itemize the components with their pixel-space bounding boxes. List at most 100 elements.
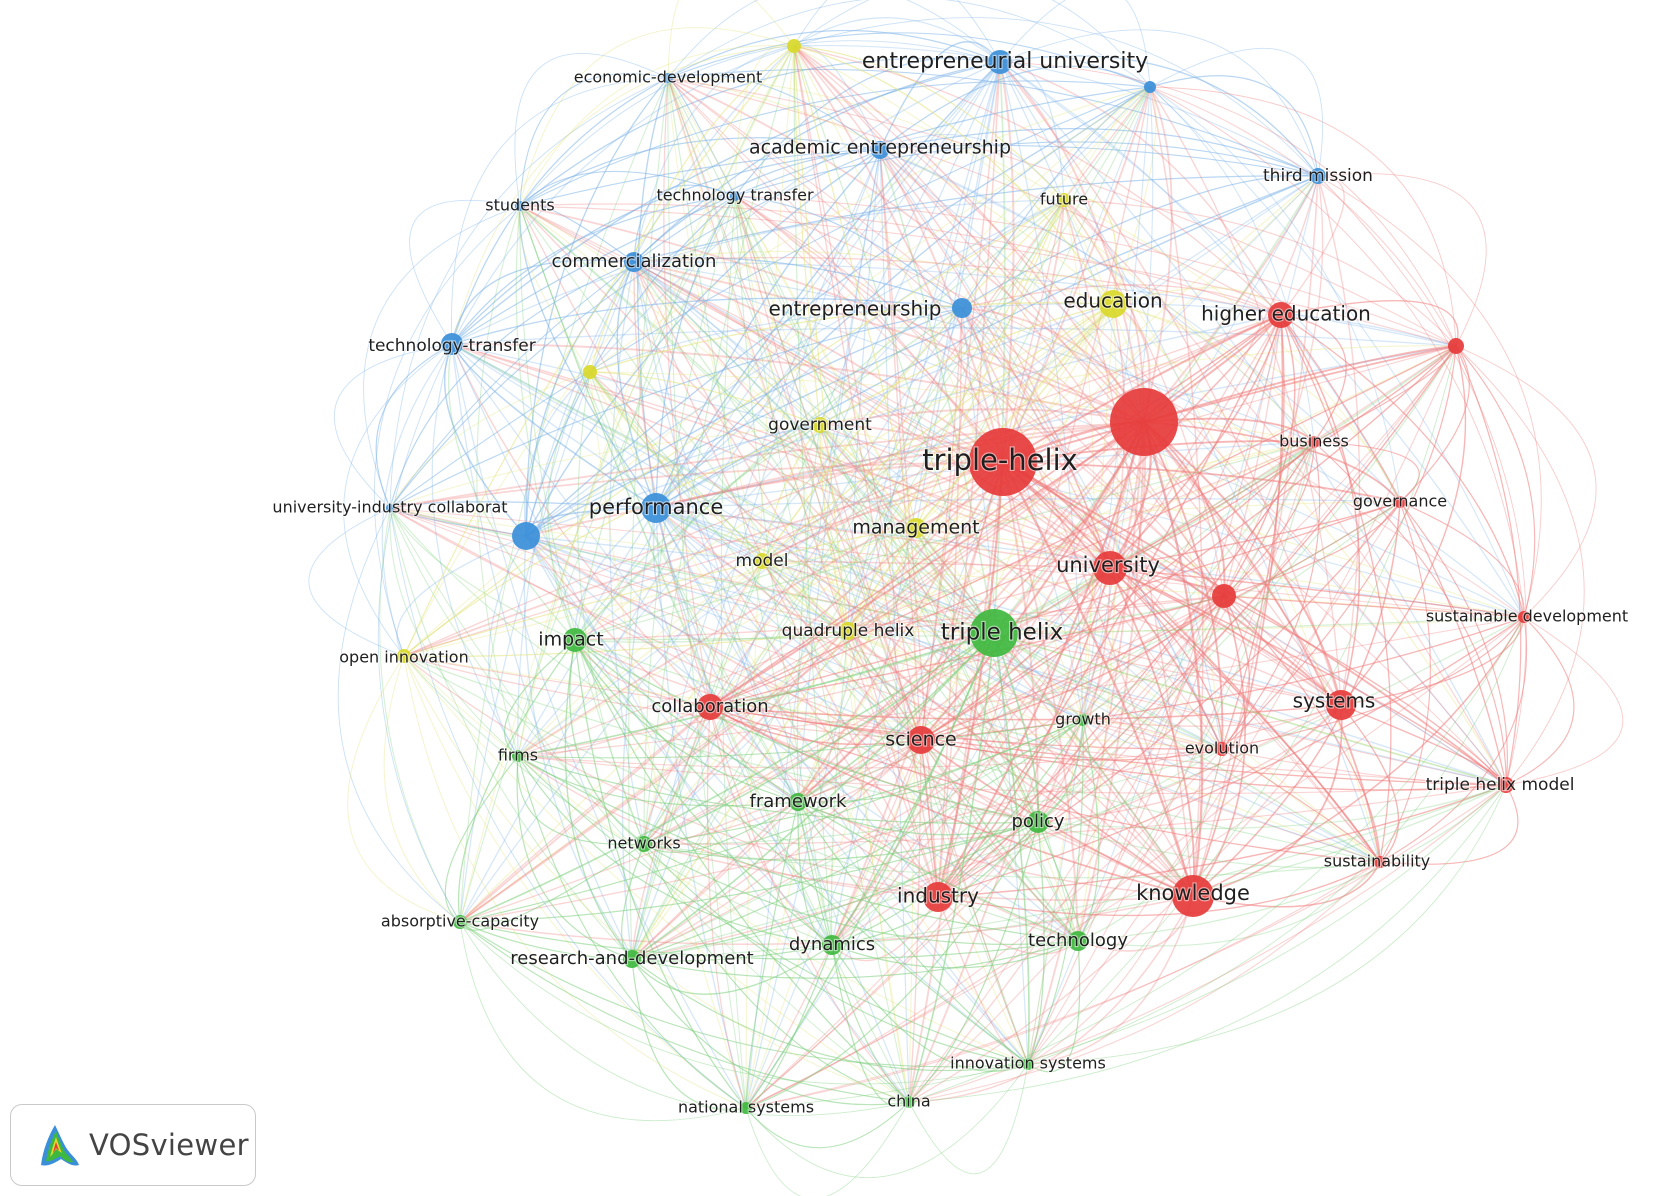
label-entrepreneurial-university: entrepreneurial university (862, 49, 1148, 74)
edge-commercialization-science (633, 261, 922, 741)
edge-triple-helix-model-policy (1037, 784, 1507, 830)
edge-future-red-unlabeled-right (1063, 199, 1457, 347)
edge-triple-helix-research-and-development (631, 632, 995, 960)
edge-firms-technology (517, 755, 1079, 942)
edge-collaboration-research-and-development (631, 706, 711, 960)
edge-university-industry-triple-helix (389, 507, 995, 634)
edge-commercialization-triple-helix-hyphen (633, 261, 1004, 463)
node-technology-transfer-2 (441, 333, 463, 355)
edge-triple-helix-hyphen-policy (1002, 461, 1040, 823)
edge-knowledge-networks (643, 843, 1194, 901)
edge-performance-framework (655, 507, 799, 803)
edge-technology-transfer-1-dynamics (734, 195, 833, 946)
edge-government-model (761, 424, 821, 562)
edge-performance-growth (655, 507, 1084, 721)
edge-entrepreneurial-university-red-big-unlabeled (999, 61, 1146, 423)
edge-blue-unlabeled-1-collaboration (709, 86, 1151, 708)
edge-academic-entrepreneurship-evolution (879, 149, 1223, 750)
edge-sustainable-development-sustainability (1379, 616, 1528, 863)
edge-networks-china (643, 843, 910, 1103)
node-systems (1326, 690, 1356, 720)
edge-higher-education-business (1280, 314, 1347, 443)
edge-entrepreneurial-university-national-systems (745, 61, 1001, 1109)
edge-policy-research-and-development (631, 821, 1039, 960)
edge-governance-science (920, 501, 1401, 741)
node-impact (563, 628, 587, 652)
edge-red-unlabeled-right-triple-helix (993, 345, 1457, 634)
edge-quadruple-helix-china (847, 630, 910, 1103)
edge-triple-helix-absorptive-capacity (459, 632, 995, 923)
edge-model-knowledge (761, 560, 1194, 897)
edge-quadruple-helix-research-and-development (631, 630, 849, 960)
edge-performance-triple-helix (655, 507, 995, 634)
edge-commercialization-university (633, 261, 1111, 569)
edge-third-mission-model (761, 175, 1319, 562)
label-governance: governance (1353, 492, 1447, 511)
edge-management-model (761, 527, 917, 562)
edge-economic-development-students (519, 73, 669, 207)
rim-edge-university-industry-absorptive-capacity (337, 507, 461, 923)
edge-university-industry-networks (389, 507, 645, 845)
edge-blue-unlabeled-1-governance (1149, 86, 1401, 503)
edge-students-technology-transfer-1 (519, 170, 736, 207)
edge-students-yellow-unlabeled-2 (517, 205, 591, 373)
node-innovation-systems (1022, 1058, 1034, 1070)
edge-technology-transfer-1-yellow-unlabeled-1 (734, 44, 795, 197)
edge-triple-helix-model-sustainability (1379, 784, 1519, 865)
edge-red-unlabeled-right-sustainable-development (1455, 345, 1536, 618)
rim-edge-economic-development-technology-transfer-2 (451, 77, 669, 345)
edge-framework-policy (797, 801, 1039, 836)
edge-technology-transfer-2-triple-helix (451, 343, 995, 634)
edge-sustainable-development-research-and-development (631, 616, 1525, 960)
edge-academic-entrepreneurship-governance (879, 149, 1401, 503)
edge-business-red-unlabeled-mid (1223, 441, 1315, 597)
node-china (903, 1096, 915, 1108)
edge-yellow-unlabeled-1-impact (574, 45, 795, 641)
node-technology (1068, 931, 1088, 951)
edge-triple-helix-policy (993, 632, 1040, 823)
edge-sustainability-triple-helix (993, 632, 1381, 863)
edge-dynamics-technology (831, 940, 1079, 969)
edge-future-red-unlabeled-mid (1063, 199, 1225, 597)
edge-future-growth (1063, 199, 1095, 721)
edge-dynamics-innovation-systems (831, 944, 1029, 1072)
edge-entrepreneurial-university-triple-helix (993, 61, 1006, 634)
edge-technology-transfer-1-university-industry (389, 195, 736, 509)
edge-academic-entrepreneurship-triple-helix-model (879, 149, 1507, 786)
edge-students-knowledge (519, 205, 1194, 897)
edge-yellow-unlabeled-2-knowledge (589, 371, 1194, 897)
rim-edge-open-innovation-national-systems (403, 655, 747, 1109)
edge-technology-research-and-development (631, 940, 1079, 979)
edge-business-evolution (1221, 441, 1321, 750)
edge-triple-helix-model-firms (517, 755, 1507, 795)
edge-framework-innovation-systems (797, 801, 1029, 1065)
edge-red-unlabeled-mid-triple-helix (993, 595, 1225, 634)
edge-blue-unlabeled-1-knowledge (1149, 86, 1204, 897)
edge-firms-innovation-systems (517, 755, 1029, 1065)
edge-quadruple-helix-yellow-unlabeled-2 (589, 371, 849, 632)
edge-policy-absorptive-capacity (459, 821, 1039, 923)
edge-blue-unlabeled-2-research-and-development (523, 535, 633, 960)
edge-open-innovation-yellow-unlabeled-1 (403, 45, 795, 657)
edge-impact-technology (574, 639, 1079, 942)
node-industry (923, 882, 953, 912)
edge-yellow-unlabeled-1-firms (517, 45, 795, 757)
label-academic-entrepreneurship: academic entrepreneurship (749, 137, 1011, 159)
edge-open-innovation-china (403, 655, 910, 1103)
edge-systems-sustainability (1340, 704, 1400, 863)
edge-students-yellow-unlabeled-1 (519, 44, 795, 207)
edge-triple-helix-model-technology (1077, 784, 1507, 942)
edge-university-industry-blue-unlabeled-1 (389, 86, 1151, 509)
edge-entrepreneurial-university-students (519, 57, 1001, 207)
edge-networks-technology (643, 843, 1079, 946)
label-model: model (736, 551, 789, 571)
edge-entrepreneurial-university-technology-transfer-2 (451, 61, 1001, 345)
label-industry: industry (897, 884, 979, 908)
edge-entrepreneurial-university-academic-entrepreneurship (879, 41, 1001, 151)
edge-future-model (761, 199, 1065, 562)
edge-economic-development-absorptive-capacity (459, 77, 669, 923)
edge-third-mission-performance (655, 175, 1319, 509)
edge-research-and-development-national-systems (631, 958, 747, 1110)
edge-technology-transfer-2-university (451, 343, 1111, 569)
edge-model-research-and-development (631, 560, 763, 960)
